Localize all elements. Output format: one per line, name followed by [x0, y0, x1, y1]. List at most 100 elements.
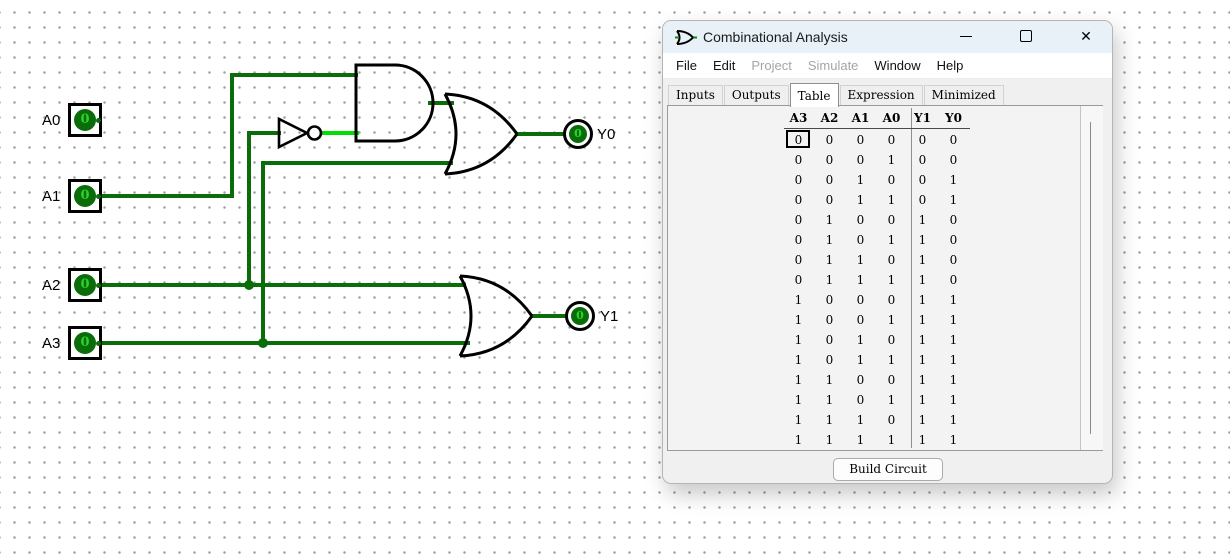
table-cell[interactable]: 0 [856, 373, 865, 387]
table-cell[interactable]: 0 [825, 353, 834, 367]
table-cell[interactable]: 1 [856, 333, 865, 347]
table-cell[interactable]: 0 [887, 333, 896, 347]
table-scrollbar[interactable] [1080, 106, 1103, 450]
table-cell[interactable]: 0 [783, 130, 814, 150]
table-cell[interactable]: 1 [856, 193, 865, 207]
close-button[interactable]: ✕ [1069, 21, 1103, 51]
table-cell[interactable]: 1 [918, 293, 927, 307]
table-cell[interactable]: 0 [825, 293, 834, 307]
table-cell[interactable]: 0 [918, 133, 927, 147]
table-cell[interactable]: 0 [794, 233, 803, 247]
menu-file[interactable]: File [676, 58, 697, 73]
table-cell[interactable]: 1 [887, 153, 896, 167]
menu-window[interactable]: Window [874, 58, 921, 73]
table-cell[interactable]: 1 [825, 273, 834, 287]
table-cell[interactable]: 1 [887, 273, 896, 287]
wire-not-in[interactable] [247, 131, 281, 135]
table-cell[interactable]: 1 [794, 393, 803, 407]
tab-table[interactable]: Table [789, 83, 839, 107]
table-cell[interactable]: 1 [794, 333, 803, 347]
table-cell[interactable]: 0 [794, 253, 803, 267]
table-cell[interactable]: 0 [794, 173, 803, 187]
table-cell[interactable]: 0 [856, 133, 865, 147]
tab-minimized[interactable]: Minimized [923, 85, 1004, 106]
table-cell[interactable]: 0 [856, 153, 865, 167]
and-gate[interactable] [353, 63, 435, 143]
table-cell[interactable]: 1 [825, 393, 834, 407]
table-cell[interactable]: 1 [918, 373, 927, 387]
minimize-button[interactable] [949, 21, 983, 51]
output-pin-y1[interactable]: 0 [565, 301, 595, 331]
table-cell[interactable]: 1 [918, 233, 927, 247]
build-circuit-button[interactable]: Build Circuit [833, 458, 943, 481]
table-cell[interactable]: 1 [949, 433, 958, 447]
table-cell[interactable]: 1 [856, 413, 865, 427]
table-cell[interactable]: 1 [794, 433, 803, 447]
table-cell[interactable]: 0 [918, 153, 927, 167]
table-cell[interactable]: 1 [918, 333, 927, 347]
table-cell[interactable]: 1 [918, 253, 927, 267]
menu-help[interactable]: Help [936, 58, 964, 73]
wire-and-top-in[interactable] [230, 73, 358, 77]
table-cell[interactable]: 1 [794, 313, 803, 327]
table-cell[interactable]: 1 [856, 273, 865, 287]
table-cell[interactable]: 1 [794, 353, 803, 367]
table-cell[interactable]: 1 [856, 353, 865, 367]
table-cell[interactable]: 0 [887, 173, 896, 187]
table-cell[interactable]: 0 [918, 193, 927, 207]
wire-a3-line[interactable] [102, 341, 470, 345]
table-cell[interactable]: 0 [825, 193, 834, 207]
table-cell[interactable]: 0 [825, 173, 834, 187]
table-cell[interactable]: 1 [949, 353, 958, 367]
table-cell[interactable]: 0 [887, 253, 896, 267]
table-cell[interactable]: 1 [825, 233, 834, 247]
input-pin-a2[interactable]: 0 [68, 268, 102, 302]
tab-inputs[interactable]: Inputs [668, 85, 723, 106]
table-cell[interactable]: 0 [887, 133, 896, 147]
table-cell[interactable]: 0 [825, 133, 834, 147]
table-cell[interactable]: 0 [794, 213, 803, 227]
table-cell[interactable]: 1 [887, 353, 896, 367]
wire-junction[interactable] [258, 338, 268, 348]
wire-or1-out[interactable] [515, 132, 565, 136]
not-gate[interactable] [276, 116, 328, 150]
table-cell[interactable]: 0 [856, 393, 865, 407]
wire-a2-branch[interactable] [247, 131, 251, 285]
table-cell[interactable]: 1 [794, 373, 803, 387]
table-cell[interactable]: 1 [918, 313, 927, 327]
maximize-button[interactable] [1009, 21, 1043, 51]
table-cell[interactable]: 1 [825, 213, 834, 227]
table-cell[interactable]: 1 [949, 393, 958, 407]
table-cell[interactable]: 1 [825, 373, 834, 387]
or-gate-y0[interactable] [440, 91, 520, 177]
table-cell[interactable]: 1 [856, 253, 865, 267]
input-pin-a3[interactable]: 0 [68, 326, 102, 360]
table-cell[interactable]: 1 [887, 433, 896, 447]
table-cell[interactable]: 0 [887, 213, 896, 227]
table-cell[interactable]: 1 [887, 313, 896, 327]
table-cell[interactable]: 1 [949, 313, 958, 327]
table-cell[interactable]: 1 [918, 273, 927, 287]
table-cell[interactable]: 1 [949, 173, 958, 187]
table-cell[interactable]: 1 [949, 333, 958, 347]
table-cell[interactable]: 0 [825, 313, 834, 327]
wire-or2-out[interactable] [530, 314, 568, 318]
table-cell[interactable]: 1 [825, 413, 834, 427]
wire-a3-branch-h[interactable] [261, 161, 453, 165]
table-cell[interactable]: 1 [794, 293, 803, 307]
table-cell[interactable]: 0 [887, 413, 896, 427]
table-cell[interactable]: 0 [949, 213, 958, 227]
wire-and-to-or1[interactable] [428, 101, 454, 105]
table-cell[interactable]: 1 [918, 433, 927, 447]
table-cell[interactable]: 1 [949, 413, 958, 427]
table-cell[interactable]: 0 [825, 333, 834, 347]
table-cell[interactable]: 0 [887, 373, 896, 387]
table-cell[interactable]: 0 [918, 173, 927, 187]
table-cell[interactable]: 0 [794, 193, 803, 207]
window-titlebar[interactable]: Combinational Analysis ✕ [663, 21, 1112, 53]
input-pin-a0[interactable]: 0 [68, 103, 102, 137]
table-cell[interactable]: 0 [856, 293, 865, 307]
wire-not-out[interactable] [321, 131, 359, 135]
output-pin-y0[interactable]: 0 [563, 119, 593, 149]
table-cell[interactable]: 1 [918, 393, 927, 407]
